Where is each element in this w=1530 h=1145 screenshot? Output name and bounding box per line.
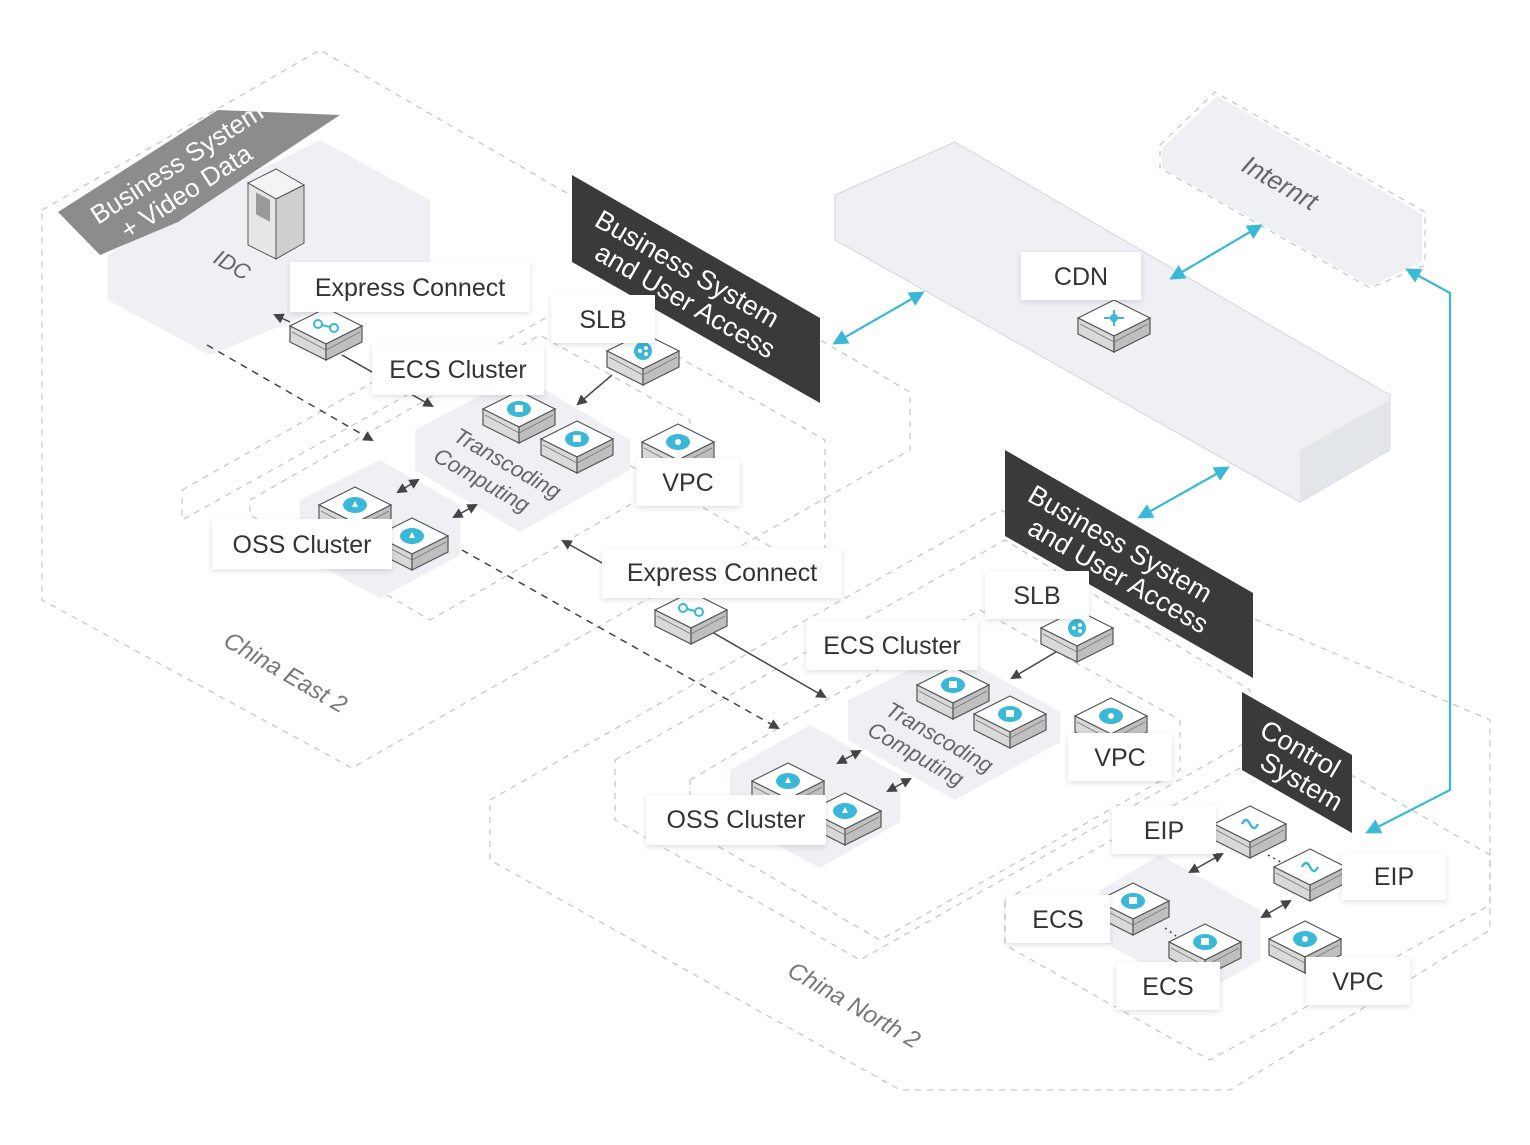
east-express-connect-label: Express Connect bbox=[290, 262, 530, 312]
china-east-2-outline bbox=[41, 49, 911, 769]
east-slb-label: SLB bbox=[551, 295, 655, 343]
ecs-icon bbox=[507, 401, 531, 417]
control-eip-node-2[interactable] bbox=[1273, 848, 1347, 902]
svg-text:Express Connect: Express Connect bbox=[627, 559, 817, 587]
east-ecs-node-1[interactable] bbox=[482, 390, 556, 444]
oss-icon bbox=[400, 528, 424, 544]
vpc-icon bbox=[1099, 708, 1123, 724]
svg-text:Express Connect: Express Connect bbox=[315, 274, 505, 302]
oss-icon bbox=[833, 803, 857, 819]
north-vpc-node[interactable] bbox=[1074, 697, 1148, 751]
north-ecs-cluster-label: ECS Cluster bbox=[806, 620, 978, 670]
north-ecs-node-1[interactable] bbox=[916, 666, 990, 720]
control-ecs-1-label: ECS bbox=[1006, 895, 1110, 943]
svg-text:ECS Cluster: ECS Cluster bbox=[823, 632, 961, 660]
express-connect-icon bbox=[678, 603, 704, 617]
north-slb-node[interactable] bbox=[1040, 609, 1114, 663]
vpc-icon bbox=[666, 434, 690, 450]
idc-panel: Business System + Video Data IDC bbox=[58, 96, 430, 355]
north-oss-node-2[interactable] bbox=[808, 792, 882, 846]
svg-text:VPC: VPC bbox=[1094, 744, 1145, 772]
control-ecs-node-2[interactable] bbox=[1168, 923, 1242, 977]
svg-text:SLB: SLB bbox=[579, 306, 626, 334]
region-china-east-2: China East 2 bbox=[219, 627, 352, 719]
ecs-icon bbox=[1121, 893, 1145, 909]
north-oss-node-1[interactable] bbox=[751, 762, 825, 816]
middle-express-connect-label: Express Connect bbox=[602, 548, 842, 598]
cdn-node[interactable] bbox=[1077, 299, 1151, 353]
vpc-icon bbox=[1293, 931, 1317, 947]
oss-icon bbox=[343, 497, 367, 513]
middle-express-connect-node[interactable] bbox=[654, 591, 728, 645]
svg-text:ECS: ECS bbox=[1032, 906, 1083, 934]
svg-text:OSS Cluster: OSS Cluster bbox=[233, 531, 372, 559]
ecs-icon bbox=[941, 677, 965, 693]
east-vpc-label: VPC bbox=[636, 458, 740, 506]
east-express-connect-node[interactable] bbox=[289, 307, 363, 361]
control-eip-2-label: EIP bbox=[1342, 852, 1446, 900]
eip-icon bbox=[1240, 818, 1260, 830]
north-vpc-label: VPC bbox=[1068, 733, 1172, 781]
control-vpc-node[interactable] bbox=[1268, 920, 1342, 974]
control-eip-1-label: EIP bbox=[1112, 806, 1216, 854]
node-blocks bbox=[289, 299, 1347, 977]
east-slb-node[interactable] bbox=[606, 332, 680, 386]
svg-text:ECS Cluster: ECS Cluster bbox=[389, 356, 527, 384]
control-eip-node-1[interactable] bbox=[1213, 805, 1287, 859]
slb-icon bbox=[1068, 619, 1086, 637]
control-vpc-label: VPC bbox=[1306, 957, 1410, 1005]
north-slb-label: SLB bbox=[985, 571, 1089, 619]
cdn-icon bbox=[1104, 310, 1124, 326]
idc-banner bbox=[58, 110, 340, 255]
eip-icon bbox=[1300, 861, 1320, 873]
svg-text:CDN: CDN bbox=[1054, 263, 1108, 291]
svg-text:VPC: VPC bbox=[662, 469, 713, 497]
svg-text:VPC: VPC bbox=[1332, 968, 1383, 996]
ecs-icon bbox=[998, 706, 1022, 722]
east-oss-cluster-label: OSS Cluster bbox=[212, 519, 392, 569]
svg-text:SLB: SLB bbox=[1013, 582, 1060, 610]
control-ecs-2-label: ECS bbox=[1116, 962, 1220, 1010]
east-access-banner: Business System and User Access bbox=[572, 175, 820, 403]
svg-text:EIP: EIP bbox=[1144, 817, 1184, 845]
control-ecs-node-1[interactable] bbox=[1096, 882, 1170, 936]
east-oss-node-1[interactable] bbox=[318, 486, 392, 540]
ecs-icon bbox=[565, 431, 589, 447]
labels: Express Connect SLB ECS Cluster VPC OSS … bbox=[212, 252, 1446, 1010]
oss-icon bbox=[776, 773, 800, 789]
region-china-north-2: China North 2 bbox=[783, 957, 925, 1054]
north-ecs-node-2[interactable] bbox=[973, 695, 1047, 749]
svg-text:OSS Cluster: OSS Cluster bbox=[667, 806, 806, 834]
cdn-label: CDN bbox=[1021, 252, 1141, 300]
express-connect-icon bbox=[313, 319, 339, 333]
east-inner-outline bbox=[181, 299, 826, 580]
east-vpc-node[interactable] bbox=[641, 423, 715, 477]
east-ecs-cluster-label: ECS Cluster bbox=[372, 345, 544, 395]
svg-text:EIP: EIP bbox=[1374, 863, 1414, 891]
internet-outline bbox=[1159, 91, 1426, 289]
east-oss-node-2[interactable] bbox=[375, 517, 449, 571]
svg-text:ECS: ECS bbox=[1142, 973, 1193, 1001]
slb-icon bbox=[634, 342, 652, 360]
server-rack-icon bbox=[246, 168, 306, 260]
internet-zone: Internrt bbox=[1162, 96, 1422, 286]
east-ecs-node-2[interactable] bbox=[540, 420, 614, 474]
ecs-icon bbox=[1193, 934, 1217, 950]
north-oss-cluster-label: OSS Cluster bbox=[646, 795, 826, 845]
